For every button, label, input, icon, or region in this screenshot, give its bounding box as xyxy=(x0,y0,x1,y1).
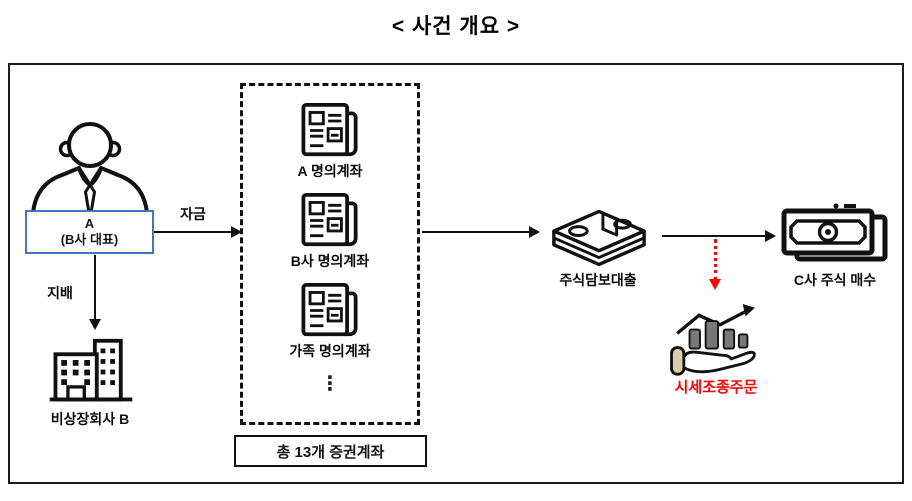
control-arrow-line xyxy=(94,255,96,321)
funds-arrow-head xyxy=(231,226,242,238)
manipulation-arrow-line xyxy=(714,239,717,281)
loan-arrow-head xyxy=(529,226,540,238)
control-arrow-head xyxy=(89,319,101,330)
company-label: 비상장회사 B xyxy=(50,411,130,427)
manipulation-arrow-head xyxy=(709,279,721,290)
total-accounts-box: 총 13개 증권계좌 xyxy=(234,435,427,467)
account-item: B사 명의계좌 xyxy=(291,192,369,269)
account-item: 가족 명의계좌 xyxy=(289,282,371,360)
businessman-icon xyxy=(31,122,149,214)
loan-arrow-line xyxy=(422,231,532,233)
securities-account-icon xyxy=(301,102,358,157)
building-icon xyxy=(49,338,133,402)
control-arrow-label: 지배 xyxy=(47,285,73,301)
funds-arrow-label: 자금 xyxy=(180,206,206,222)
total-accounts-label: 총 13개 증권계좌 xyxy=(276,443,385,461)
manipulation-label: 시세조종주문 xyxy=(674,379,758,396)
account-label: A 명의계좌 xyxy=(297,163,363,179)
account-label: 가족 명의계좌 xyxy=(289,343,371,360)
loan-label: 주식담보대출 xyxy=(559,272,637,288)
account-item: A 명의계좌 xyxy=(297,102,363,179)
hand-chart-icon xyxy=(670,303,756,376)
diagram-frame: A (B사 대표) 자금 지배 비상장회사 B xyxy=(8,63,904,484)
purchase-arrow-head xyxy=(765,230,776,242)
banknote-icon xyxy=(781,203,888,262)
accounts-group-box: A 명의계좌 B사 명의계좌 가족 명의계좌 xyxy=(240,83,420,425)
actor-role: (B사 대표) xyxy=(60,232,119,247)
purchase-label: C사 주식 매수 xyxy=(793,272,877,288)
cash-stack-icon xyxy=(552,209,646,267)
securities-account-icon xyxy=(301,193,358,247)
securities-account-icon xyxy=(301,283,358,337)
actor-label-box: A (B사 대표) xyxy=(25,210,154,254)
more-accounts-ellipsis: ⋮ xyxy=(320,373,340,396)
purchase-arrow-line xyxy=(662,235,767,237)
funds-arrow-line xyxy=(154,231,234,233)
actor-name: A xyxy=(84,215,95,231)
account-label: B사 명의계좌 xyxy=(290,253,370,270)
diagram-title: < 사건 개요 > xyxy=(391,15,521,38)
